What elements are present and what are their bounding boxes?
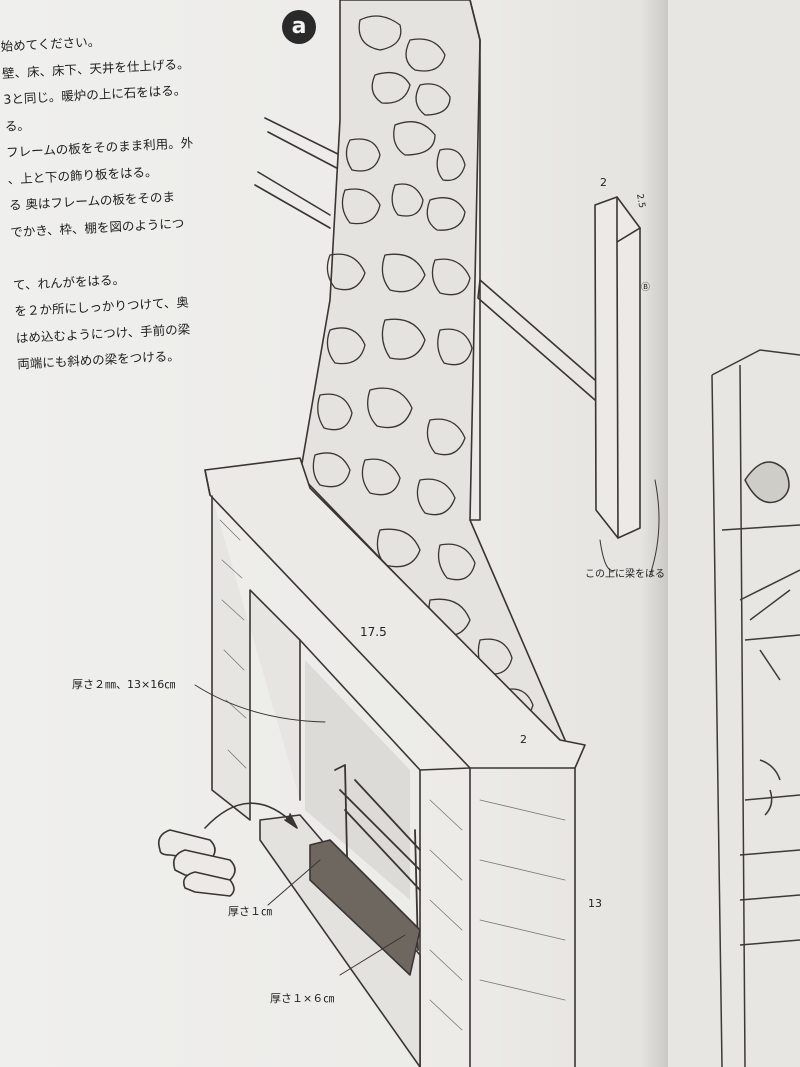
wall-beam-line bbox=[264, 117, 351, 176]
log-board bbox=[309, 839, 421, 976]
book-page-right bbox=[668, 0, 800, 1067]
mantel-length-label: 17.5 bbox=[360, 625, 387, 639]
side-beam bbox=[477, 279, 596, 401]
dollhouse-sketch bbox=[711, 349, 800, 1067]
height-label: 13 bbox=[588, 897, 602, 910]
beam-note-label: この上に梁をはる bbox=[585, 569, 665, 580]
page-gutter bbox=[640, 0, 670, 1067]
back-panel-label: 厚さ２㎜、13×16㎝ bbox=[72, 678, 176, 691]
arrow-curve bbox=[204, 802, 296, 829]
fireplace-left-pillar bbox=[211, 495, 301, 821]
fireplace-front-pillar bbox=[469, 767, 576, 1067]
log-board-label: 厚さ１×６㎝ bbox=[270, 992, 335, 1005]
step-badge: a bbox=[282, 10, 316, 44]
hearth-label: 厚さ１㎝ bbox=[228, 905, 272, 918]
beam-width-label: 2 bbox=[600, 176, 607, 189]
mantel-thickness-label: 2 bbox=[520, 733, 527, 746]
chimney-side bbox=[469, 0, 481, 521]
arrow-head bbox=[284, 813, 298, 829]
beam-side-label: Ⓑ bbox=[641, 283, 651, 293]
hearth-board bbox=[259, 814, 421, 1067]
wall-beam-line bbox=[254, 171, 331, 229]
mantel-shelf bbox=[204, 457, 586, 769]
